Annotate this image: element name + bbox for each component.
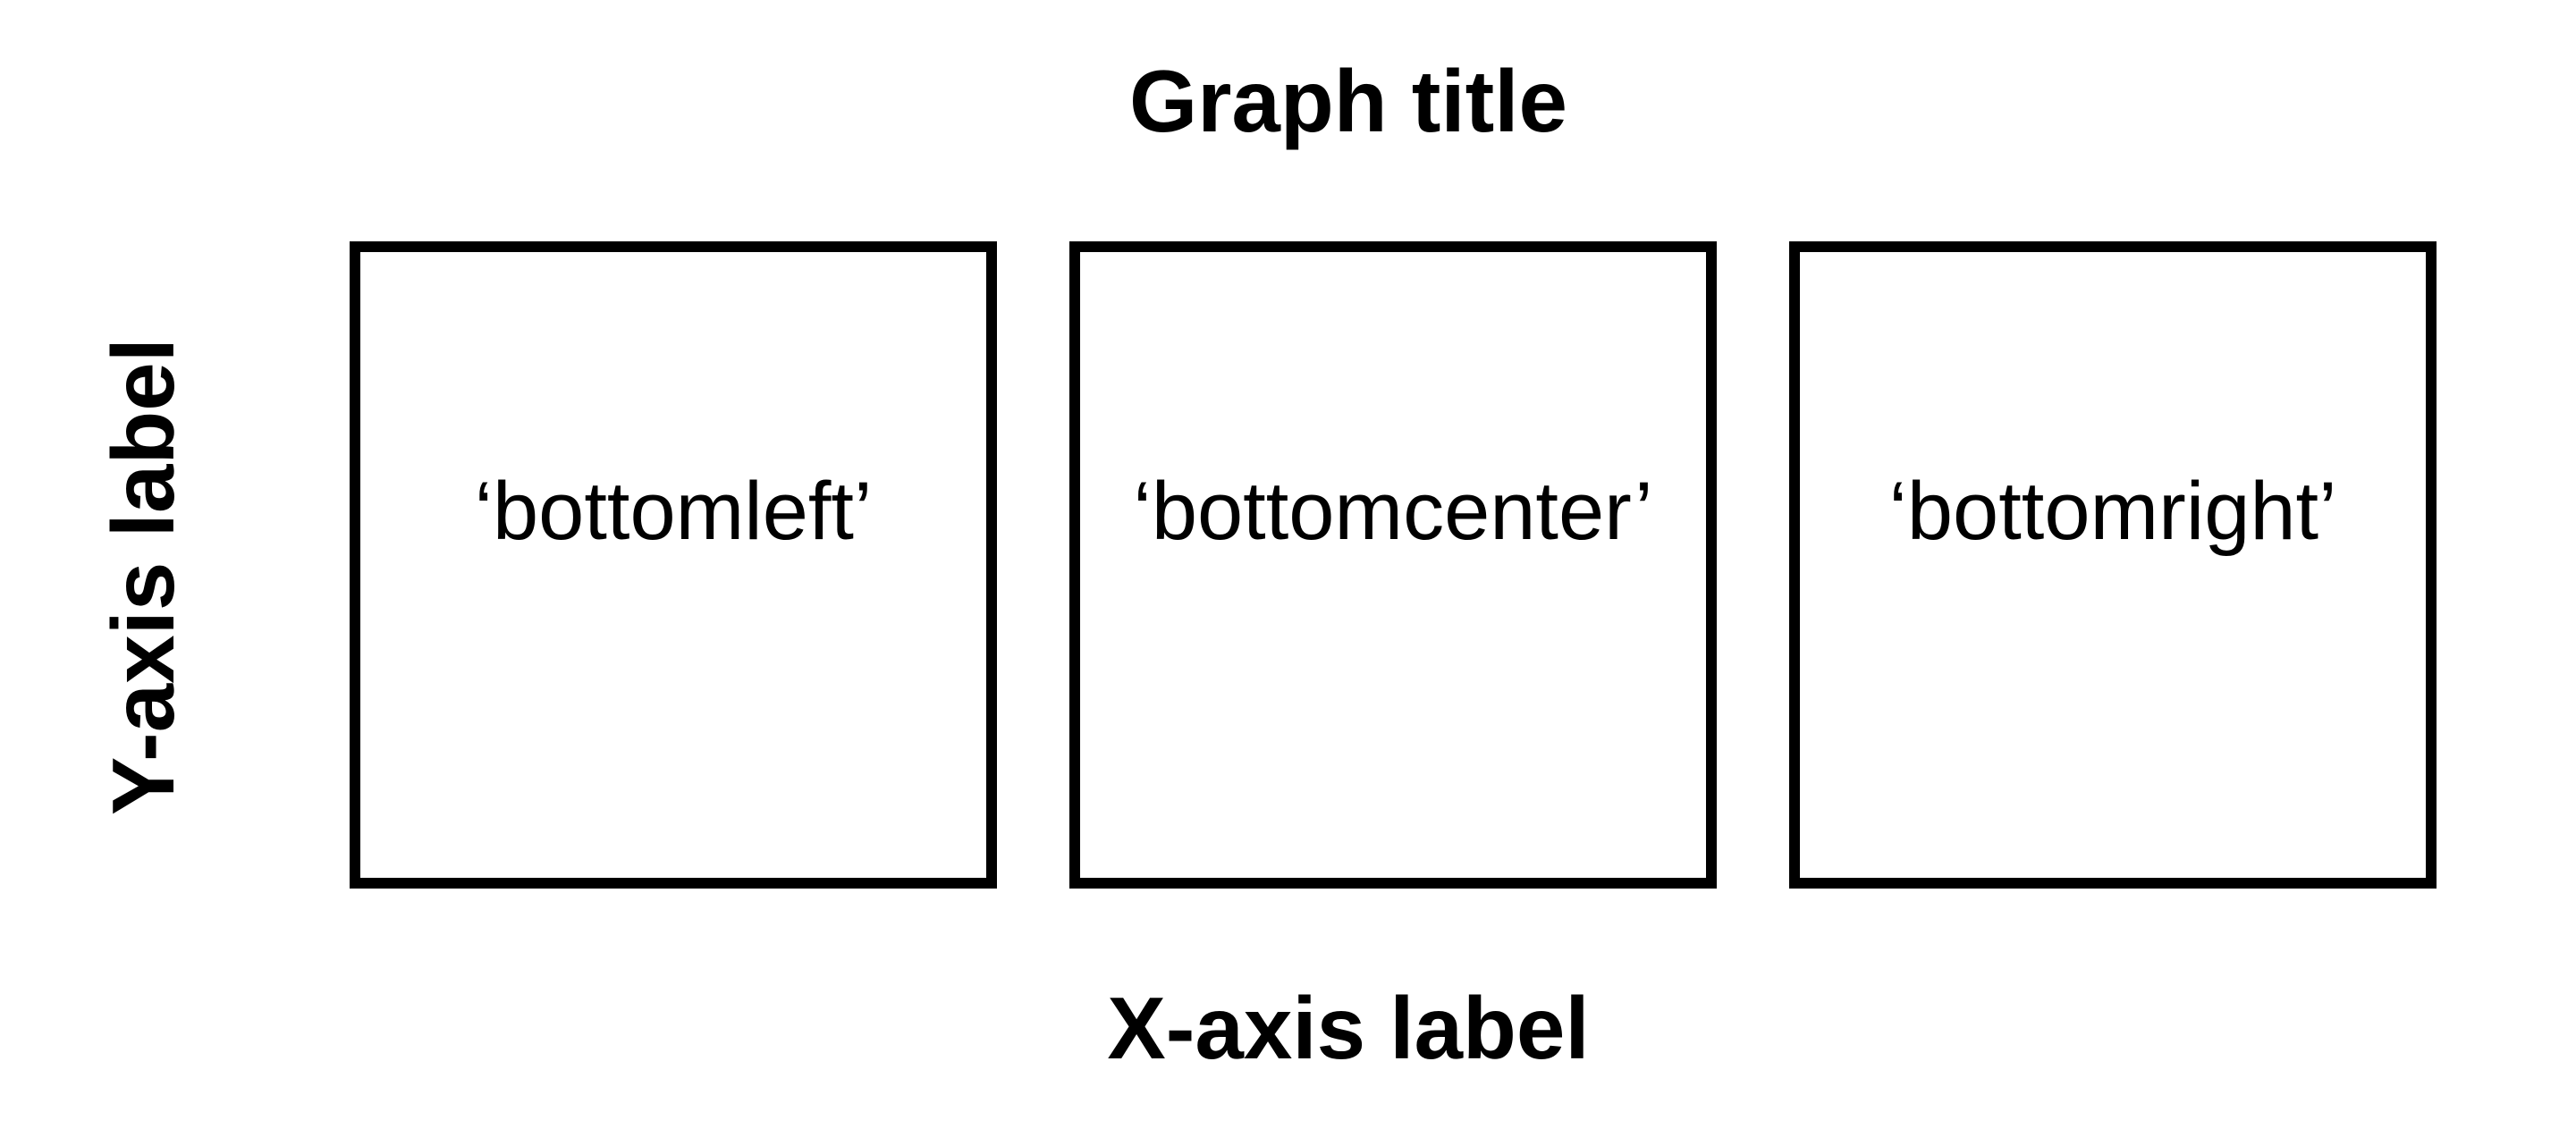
box-bottomleft: ‘bottomleft’ (350, 241, 997, 889)
box-bottomcenter: ‘bottomcenter’ (1069, 241, 1717, 889)
y-axis-label-container: Y-axis label (63, 0, 224, 1129)
y-axis-label: Y-axis label (94, 338, 192, 815)
box-label-bottomleft: ‘bottomleft’ (474, 466, 873, 557)
x-axis-label: X-axis label (1107, 979, 1590, 1077)
box-bottomright: ‘bottomright’ (1789, 241, 2437, 889)
graph-title: Graph title (1128, 52, 1568, 150)
box-label-bottomright: ‘bottomright’ (1888, 466, 2337, 557)
box-label-bottomcenter: ‘bottomcenter’ (1133, 466, 1653, 557)
